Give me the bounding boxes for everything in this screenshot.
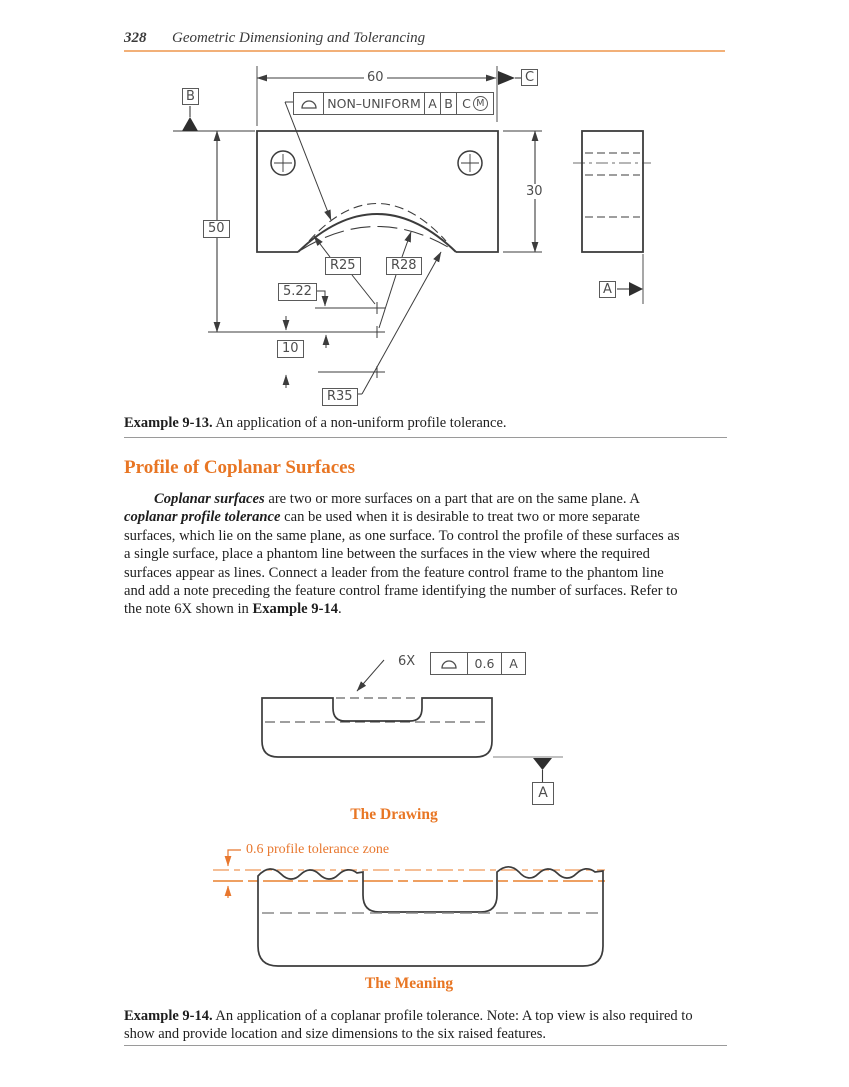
dim-10-label: 10 [277,340,304,358]
fcf1-datum2-cell: B [440,93,456,114]
example-9-14-caption: Example 9-14. An application of a coplan… [124,1007,709,1043]
running-head-title: Geometric Dimensioning and Tolerancing [172,30,426,46]
hole-left [270,150,296,176]
datum-b-triangle [182,117,198,131]
fcf-leader [284,101,332,221]
page-number: 328 [124,30,147,46]
actual-surface-outline [257,865,604,967]
dim-30-label: 30 [523,184,546,199]
tolerance-zone-annotation: 0.6 profile tolerance zone [246,842,390,857]
example-9-13-figure [173,66,651,395]
feature-control-frame-2: 0.6 A [430,652,526,675]
annotation-elbow [227,849,241,858]
datum-c-triangle [498,71,515,85]
example-9-14-label: Example 9-14. [124,1008,213,1024]
the-drawing-caption: The Drawing [350,806,438,823]
center-mark-1 [371,302,383,314]
dim-5-22-elbow [317,290,326,299]
hole-right-crosshair [461,154,479,172]
example-9-13-caption: Example 9-13. An application of a non-un… [124,414,724,432]
paragraph-text-1: are two or more surfaces on a part that … [264,491,640,507]
example-9-14-reference: Example 9-14 [252,601,339,618]
datum-a2-label: A [532,782,554,805]
example-9-14-drawing-figure [261,659,563,782]
datum-b-label: B [182,88,199,105]
fcf2-leader [356,659,385,692]
r25-leader-down [351,274,376,305]
hole-left-crosshair [274,154,292,172]
caption-rule-1 [124,437,727,438]
dim-r28-label: R28 [386,257,422,275]
center-mark-2 [371,326,383,338]
r35-leader [361,251,442,395]
dim-r35-label: R35 [322,388,358,406]
part-front-outline [256,130,499,253]
the-meaning-caption: The Meaning [364,975,454,992]
paragraph-text-2: can be used when it is desirable to trea… [124,509,680,618]
section-heading: Profile of Coplanar Surfaces [124,457,355,478]
arch-lower-boundary [300,225,454,251]
dim-60-label: 60 [364,70,387,85]
r28-leader-down [378,274,397,329]
datum-a2-triangle [533,758,552,770]
r25-leader-up [313,235,331,258]
datum-c-label: C [521,69,538,86]
example-9-13-label: Example 9-13. [124,415,213,431]
datum-a-triangle-side [629,282,643,296]
side-hidden-lines [585,152,640,218]
example-9-13-text: An application of a non-uniform profile … [212,415,507,431]
dim-5-22-label: 5.22 [278,283,317,301]
term-coplanar-profile-tolerance: coplanar profile tolerance [124,509,281,526]
example-9-14-meaning-figure [213,849,605,967]
material-condition-modifier-icon: M [472,96,488,111]
fcf1-tolerance-cell: NON–UNIFORM [323,93,424,114]
profile-of-surface-symbol-icon-2 [431,653,467,674]
part-side-outline [581,130,644,253]
fcf2-datum1-cell: A [501,653,525,674]
dim-r25-label: R25 [325,257,361,275]
header-rule [124,50,725,52]
arch-upper-boundary-dashed [308,202,447,242]
caption-rule-2 [124,1045,727,1046]
hole-right [457,150,483,176]
body-paragraph: Coplanar surfaces are two or more surfac… [124,490,685,619]
fcf2-tolerance-cell: 0.6 [467,653,501,674]
part2-outline [261,697,493,758]
note-6x-label: 6X [398,654,416,669]
dim-50-label: 50 [203,220,230,238]
fcf1-datum3-letter: C [462,96,471,111]
fcf1-datum1-cell: A [424,93,440,114]
datum-a-label-side: A [599,281,616,298]
term-coplanar-surfaces: Coplanar surfaces [154,491,265,507]
profile-of-surface-symbol-icon [294,93,323,114]
r28-leader-up [401,231,412,258]
paragraph-text-3: . [338,601,342,618]
example-9-14-text: An application of a coplanar profile tol… [124,1008,693,1043]
